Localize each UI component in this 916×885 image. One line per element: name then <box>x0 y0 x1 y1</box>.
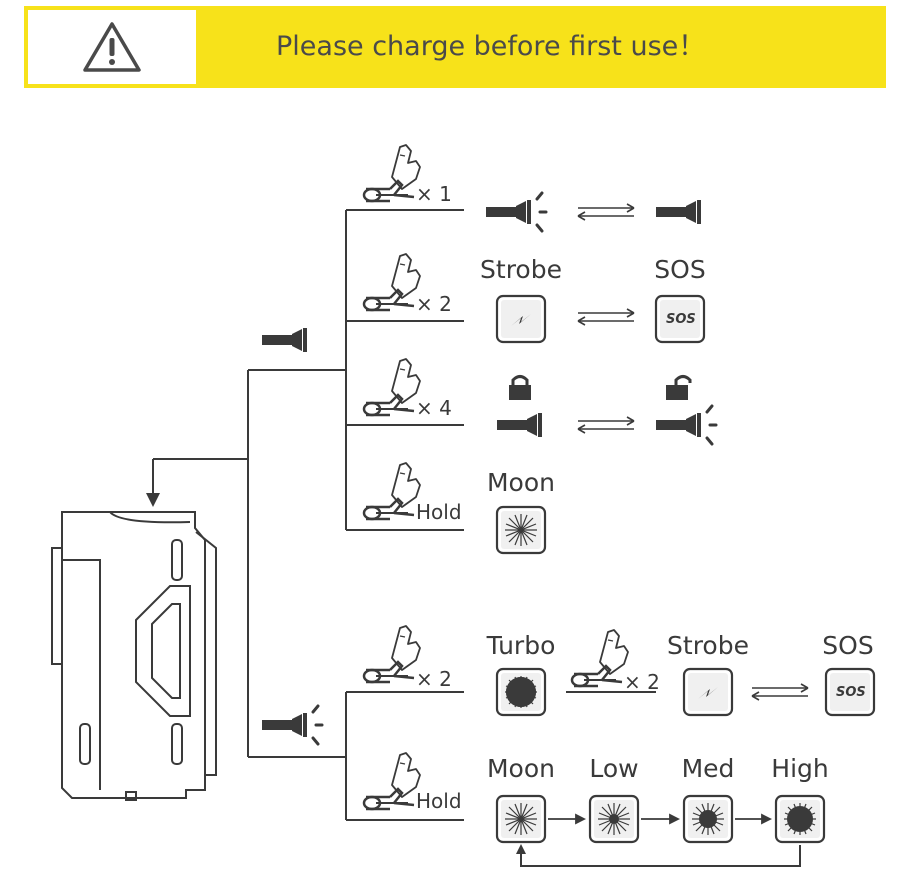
mode-label: Strobe <box>667 631 749 660</box>
action-label: × 2 <box>416 292 452 316</box>
banner-message: Please charge before first use！ <box>276 31 706 62</box>
sos-badge: SOS <box>666 312 696 327</box>
mode-label: SOS <box>822 631 874 660</box>
warning-icon-box <box>28 10 196 84</box>
mode-label: High <box>771 754 829 783</box>
mode-label: Moon <box>486 754 556 783</box>
warning-banner: Please charge before first use！ <box>24 6 886 88</box>
mode-label: Med <box>681 754 735 783</box>
mode-label: Turbo <box>486 631 556 660</box>
mode-label: Strobe <box>480 255 562 284</box>
flashlight-icon <box>262 328 307 352</box>
mode-label: Low <box>589 754 639 783</box>
device-illustration <box>51 511 217 801</box>
action-label: Hold <box>416 789 462 813</box>
action-label: Hold <box>416 500 462 524</box>
mode-label: Moon <box>486 468 556 497</box>
sos-badge: SOS <box>836 685 866 700</box>
mode-label: SOS <box>654 255 706 284</box>
warning-triangle-icon <box>83 22 141 72</box>
action-label: × 2 <box>624 670 660 694</box>
beam-icon <box>311 704 324 746</box>
action-label: × 1 <box>416 182 452 206</box>
flashlight-icon <box>262 713 307 737</box>
action-label: × 4 <box>416 396 452 420</box>
action-label: × 2 <box>416 667 452 691</box>
